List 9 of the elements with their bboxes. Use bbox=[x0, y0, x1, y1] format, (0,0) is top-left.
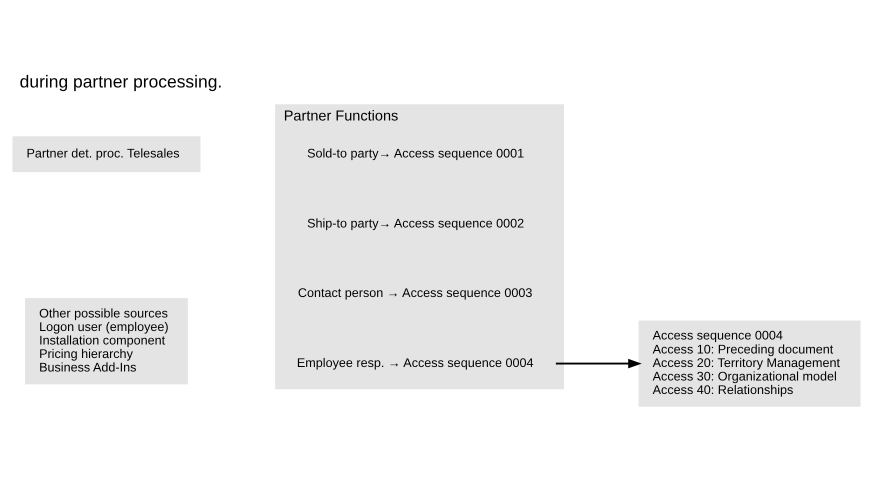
diagram-title: during partner processing. bbox=[20, 71, 222, 92]
node-box: Access sequence 0004 Access 10: Preceding document Access 20: Territory Management Access 30: Organizational model Access 40: Relationships bbox=[638, 320, 861, 406]
node-text: Ship-to party→ Access sequence 0002 bbox=[307, 216, 524, 230]
arrow bbox=[556, 358, 642, 368]
node-text: Sold-to party→ Access sequence 0001 bbox=[307, 146, 524, 160]
node-text: Contact person → Access sequence 0003 bbox=[298, 286, 532, 300]
node-box: Other possible sources Logon user (employee) Installation component Pricing hierarchy Business Add-Ins bbox=[25, 298, 188, 384]
node-box: Partner det. proc. Telesales bbox=[12, 136, 200, 172]
node-text: Employee resp. → Access sequence 0004 bbox=[296, 355, 534, 370]
